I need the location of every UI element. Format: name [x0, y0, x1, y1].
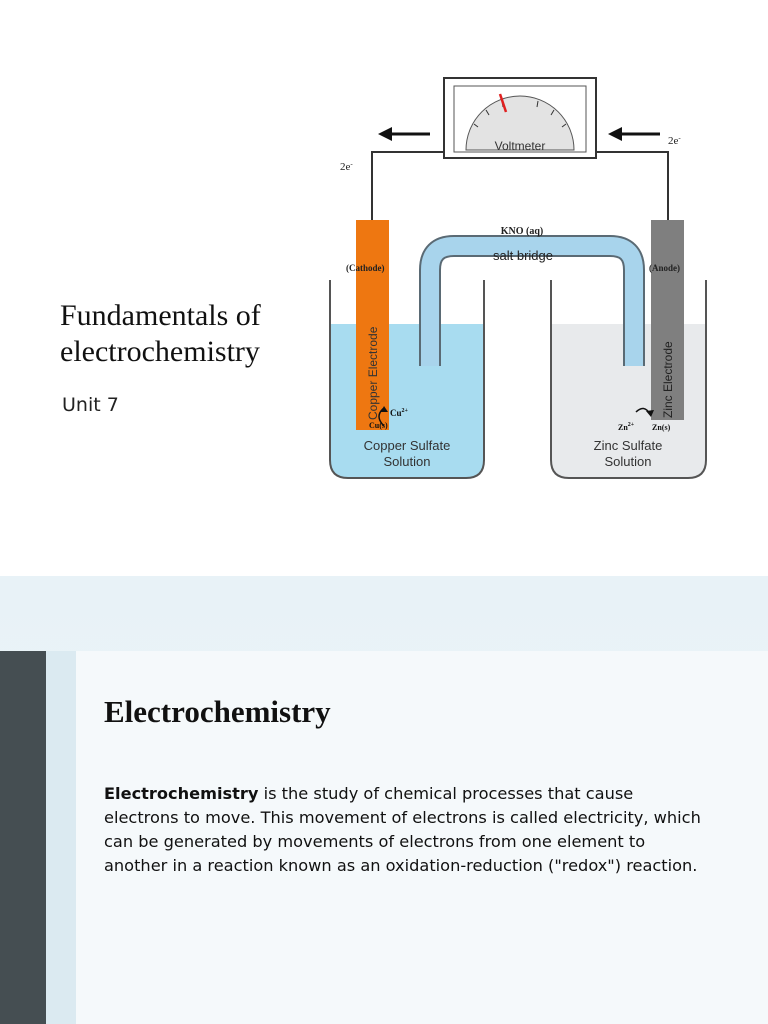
circuit-wire [371, 151, 669, 220]
body-text-rest: is the study of chemical processes that … [104, 784, 701, 875]
voltmeter-label: Voltmeter [495, 139, 546, 153]
beaker-copper: Copper Sulfate Solution [329, 280, 485, 479]
anode-label: (Anode) [649, 263, 680, 273]
salt-solution-label: KNO (aq) [501, 226, 544, 237]
voltmeter-dial [465, 95, 575, 151]
slide-body-text: Electrochemistry is the study of chemica… [104, 782, 704, 878]
electron-label-left: 2e- [340, 160, 353, 173]
zinc-solution-label-2: Solution [605, 454, 652, 469]
electron-arrow-left [378, 127, 430, 141]
slide-heading: Electrochemistry [104, 694, 331, 729]
electron-label-right: 2e- [668, 134, 681, 147]
zinc-ion-label: Zn2+ [618, 422, 635, 432]
copper-solid-label: Cu(s) [369, 421, 388, 430]
cathode-label: (Cathode) [346, 263, 385, 273]
slide-electrochemistry: Electrochemistry Electrochemistry is the… [0, 576, 768, 1024]
voltmeter-needle [498, 93, 508, 113]
salt-bridge-label: salt bridge [493, 248, 553, 263]
slide-content-panel [76, 651, 768, 1024]
copper-electrode: Copper Electrode [356, 220, 389, 430]
copper-ion-label: Cu2+ [390, 408, 409, 418]
zinc-solid-label: Zn(s) [652, 423, 671, 432]
electron-arrow-right [608, 127, 660, 141]
slide-sidebar-bar [0, 651, 46, 1024]
copper-electrode-label: Copper Electrode [366, 326, 380, 420]
copper-solution-label-2: Solution [384, 454, 431, 469]
body-bold-term: Electrochemistry [104, 784, 259, 803]
zinc-solution-label-1: Zinc Sulfate [594, 438, 663, 453]
zinc-electrode: Zinc Electrode [651, 220, 684, 420]
slide-sidebar-stripe [46, 651, 76, 1024]
slide-subtitle: Unit 7 [62, 394, 119, 416]
voltmeter: Voltmeter [443, 77, 597, 159]
salt-bridge: salt bridge KNO (aq) [419, 226, 645, 366]
copper-reaction: Cu2+ Cu(s) [369, 406, 409, 430]
zinc-reaction: Zn2+ Zn(s) [618, 407, 671, 432]
slide-title: Fundamentals of electrochemistry Unit 7 … [60, 77, 707, 479]
zinc-electrode-label: Zinc Electrode [661, 341, 675, 418]
slide-title-heading: Fundamentals of electrochemistry [60, 299, 261, 368]
copper-solution-label-1: Copper Sulfate [364, 438, 451, 453]
galvanic-cell-diagram: Voltmeter 2e- 2e- Copper Sulfate Solutio… [329, 77, 707, 479]
